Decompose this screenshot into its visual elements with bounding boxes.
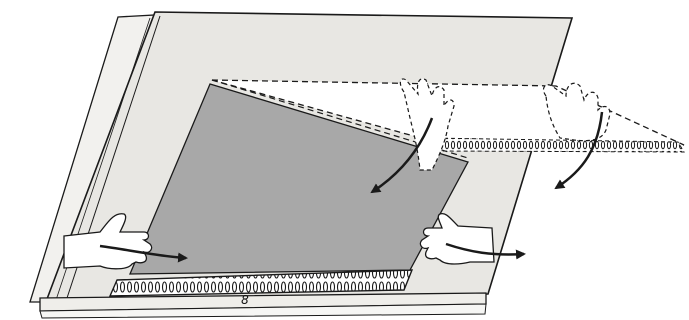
hand-icon bbox=[63, 213, 153, 270]
control-display: 8 bbox=[241, 293, 249, 307]
grease-filter-icon bbox=[429, 137, 685, 153]
arrow-icon bbox=[99, 244, 188, 263]
grease-filter-icon bbox=[108, 269, 414, 297]
arrow-icon bbox=[370, 117, 434, 194]
arrow-icon bbox=[445, 242, 526, 260]
hand-icon bbox=[399, 78, 455, 171]
hand-icon bbox=[542, 82, 611, 142]
inner-panel bbox=[129, 83, 469, 275]
arrow-icon bbox=[554, 111, 604, 190]
